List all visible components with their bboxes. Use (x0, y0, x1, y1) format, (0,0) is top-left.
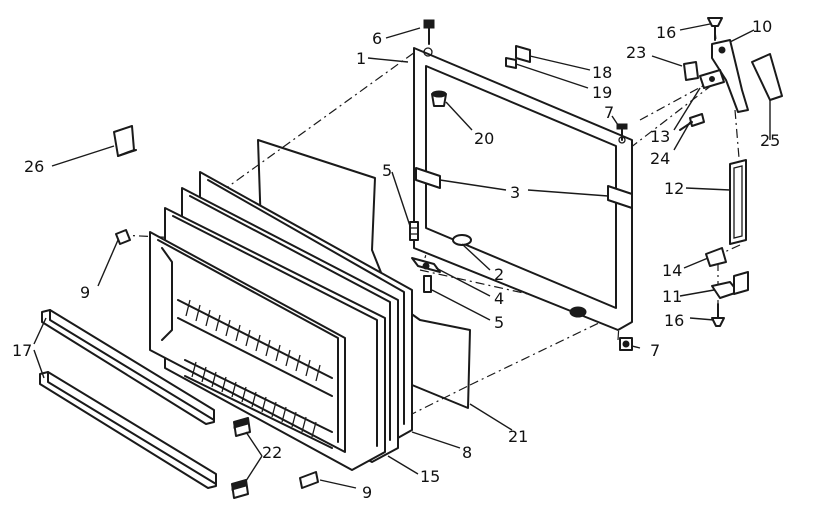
callout-6: 6 (372, 29, 382, 48)
end-cap-22-lower (231, 479, 249, 499)
end-cap-22-upper (233, 417, 251, 437)
screw-16-bottom (711, 303, 725, 327)
callout-7-bottom: 7 (650, 341, 660, 360)
callout-labels: 6 1 18 19 20 7 3 5 2 4 5 7 8 21 15 9 22 … (12, 17, 780, 502)
screw-7-top (616, 123, 628, 141)
callout-16-bottom: 16 (664, 311, 684, 330)
rubber-bumper-20 (431, 90, 447, 107)
hinge-10 (711, 39, 749, 113)
shim-23 (683, 61, 699, 81)
handle-12 (729, 159, 747, 245)
callout-2: 2 (494, 265, 504, 284)
bracket-14 (705, 247, 727, 267)
callout-12: 12 (664, 179, 684, 198)
callout-4: 4 (494, 289, 504, 308)
callout-16-top: 16 (656, 23, 676, 42)
plug-19 (505, 57, 517, 69)
callout-10: 10 (752, 17, 772, 36)
callout-8: 8 (462, 443, 472, 462)
screw-6 (423, 19, 435, 45)
screw-16-top (707, 17, 723, 41)
leader-lines (33, 23, 771, 489)
callout-3: 3 (510, 183, 520, 202)
liner-shelf-ribs (177, 299, 333, 449)
bumper-2 (452, 234, 587, 318)
callout-15: 15 (420, 467, 440, 486)
callout-21: 21 (508, 427, 528, 446)
callout-9-bottom: 9 (362, 483, 372, 502)
trim-strip-17-upper (41, 309, 215, 425)
screw-5-upper (409, 221, 419, 241)
callout-5-lower: 5 (494, 313, 504, 332)
nut-7-bottom (619, 337, 633, 351)
callout-23: 23 (626, 43, 646, 62)
callout-24: 24 (650, 149, 670, 168)
callout-1: 1 (356, 49, 366, 68)
trim-strip-17-lower (39, 371, 217, 489)
callout-25: 25 (760, 131, 780, 150)
hinge-bracket-4 (411, 257, 441, 273)
callout-22: 22 (262, 443, 282, 462)
clip-26 (113, 125, 137, 157)
hinge-plate-13 (699, 69, 725, 89)
hinge-cover-25 (751, 53, 783, 101)
callout-20: 20 (474, 129, 494, 148)
callout-11: 11 (662, 287, 682, 306)
screw-9-left (115, 229, 131, 245)
hinge-block-3 (415, 167, 633, 209)
callout-5-upper: 5 (382, 161, 392, 180)
callout-9-left: 9 (80, 283, 90, 302)
callout-17: 17 (12, 341, 32, 360)
hinge-lower-11 (711, 271, 749, 299)
callout-19: 19 (592, 83, 612, 102)
callout-14: 14 (662, 261, 682, 280)
callout-18: 18 (592, 63, 612, 82)
screw-5-lower (423, 275, 432, 293)
plug-18 (515, 45, 531, 63)
callout-7-top: 7 (604, 103, 614, 122)
screw-24 (679, 113, 705, 131)
callout-26: 26 (24, 157, 44, 176)
screw-9-bottom (299, 471, 319, 489)
door-liner (149, 207, 386, 471)
callout-13: 13 (650, 127, 670, 146)
